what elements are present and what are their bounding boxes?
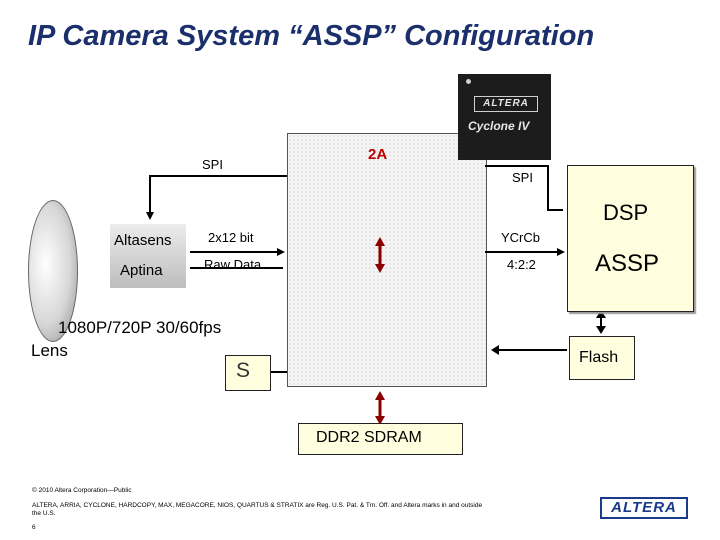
fpga-label: 2A (368, 146, 388, 163)
spi-left-line (146, 175, 287, 220)
page-number: 6 (32, 524, 36, 531)
chip-vendor-label: ALTERA (474, 96, 538, 112)
sensor-block (110, 224, 186, 288)
spi-right-label: SPI (512, 170, 533, 185)
format-422-label: 4:2:2 (507, 257, 536, 272)
ycrcb-label: YCrCb (501, 230, 541, 245)
data-width-label: 2x12 bit (208, 230, 254, 245)
altera-logo: ALTERA (600, 497, 688, 519)
spi-right-line (485, 165, 563, 211)
dsp-label: DSP (603, 200, 649, 225)
chip-pin1-dot (466, 79, 471, 84)
s-box (225, 355, 271, 391)
footer-copyright: © 2010 Altera Corporation—Public (32, 487, 132, 494)
raw-data-label: Raw Data (204, 257, 262, 272)
cyclone-chip-image (458, 74, 551, 160)
flash-label: Flash (579, 349, 619, 366)
ddr2-sdram-label: DDR2 SDRAM (316, 429, 422, 446)
spi-left-label: SPI (202, 157, 223, 172)
dsp-assp-box (567, 165, 694, 312)
resolution-label: 1080P/720P 30/60fps (58, 318, 222, 337)
sensor-altasens-label: Altasens (114, 232, 172, 249)
fpga-block (287, 133, 487, 387)
s-box-label: S (236, 359, 251, 382)
chip-family-label: Cyclone IV (468, 119, 530, 133)
footer-trademarks: ALTERA, ARRIA, CYCLONE, HARDCOPY, MAX, M… (32, 502, 483, 517)
lens-icon (28, 200, 78, 342)
ddr2-sdram-box (298, 423, 463, 455)
sensor-aptina-label: Aptina (120, 262, 163, 279)
flash-box (569, 336, 635, 380)
lens-label: Lens (31, 341, 68, 360)
assp-label: ASSP (595, 250, 660, 277)
slide-title: IP Camera System “ASSP” Configuration (28, 20, 595, 52)
